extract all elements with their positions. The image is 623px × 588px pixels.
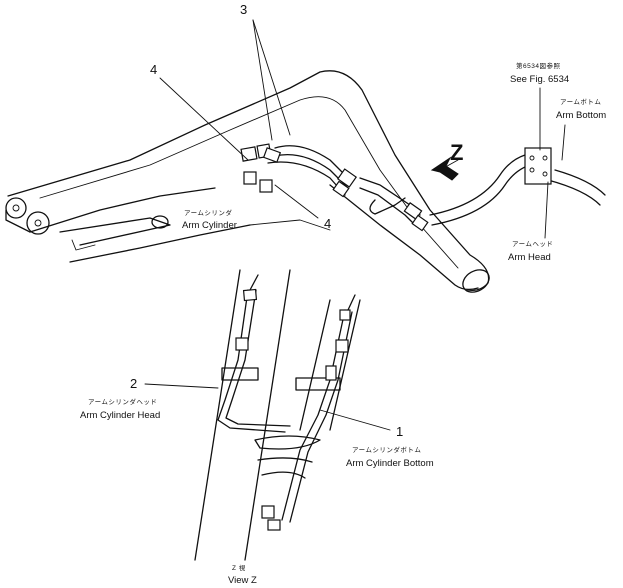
callout-4-lower: 4: [324, 216, 331, 231]
arm-bottom-jp: アームボトム: [560, 98, 601, 106]
view-z-caption-jp: Z 視: [232, 563, 246, 572]
callout-1: 1: [396, 424, 403, 439]
detail-view-drawing: [194, 269, 361, 561]
arm-boom-drawing: [5, 70, 490, 293]
callout-2: 2: [130, 376, 137, 391]
view-z-caption: View Z: [228, 575, 257, 586]
arm-cylinder-bottom-jp: アームシリンダボトム: [352, 445, 421, 454]
callout-3: 3: [240, 2, 247, 17]
arm-bottom-label: Arm Bottom: [556, 110, 606, 121]
detail-leader-lines: [144, 383, 391, 431]
arm-cylinder-label: Arm Cylinder: [182, 220, 237, 231]
hose-fittings: [240, 143, 552, 232]
arm-head-label: Arm Head: [508, 252, 551, 263]
hydraulic-hoses: [267, 145, 606, 226]
see-fig-label: See Fig. 6534: [510, 74, 569, 85]
view-z-label: Z: [450, 140, 463, 165]
top-leader-lines: [159, 19, 566, 239]
arm-head-jp: アームヘッド: [512, 240, 553, 248]
callout-4-upper: 4: [150, 62, 157, 77]
arm-cylinder-head-label: Arm Cylinder Head: [80, 410, 160, 421]
arm-cylinder-jp: アームシリンダ: [184, 208, 232, 217]
arm-cylinder-bottom-label: Arm Cylinder Bottom: [346, 458, 434, 469]
see-fig-jp: 第6534図参照: [516, 61, 560, 70]
arm-cylinder-head-jp: アームシリンダヘッド: [88, 397, 157, 406]
view-z-arrow: [430, 156, 459, 181]
